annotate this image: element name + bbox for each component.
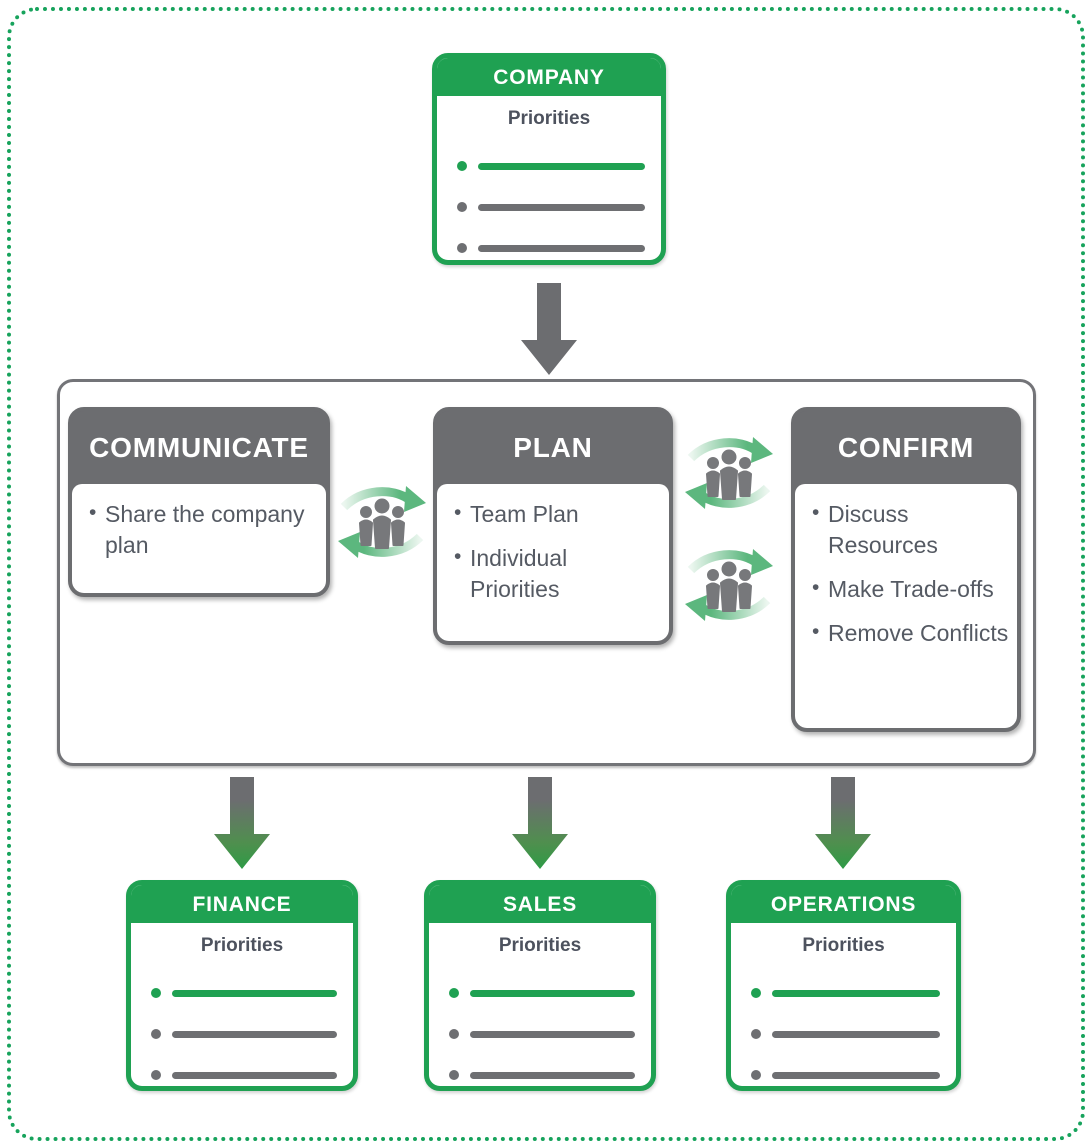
finance-card-body: Priorities bbox=[131, 926, 353, 1080]
placeholder-line bbox=[478, 244, 645, 252]
step-bullet: Individual Priorities bbox=[453, 541, 661, 605]
gradient-down-arrow-icon bbox=[214, 777, 270, 869]
priority-line-gray bbox=[457, 243, 645, 253]
step-body: Team Plan Individual Priorities bbox=[437, 484, 669, 641]
step-body: Share the company plan bbox=[72, 484, 326, 593]
sales-card: SALES Priorities bbox=[424, 880, 656, 1091]
priorities-label: Priorities bbox=[507, 108, 591, 129]
placeholder-line bbox=[478, 203, 645, 211]
priority-line-gray bbox=[751, 1029, 940, 1039]
placeholder-line bbox=[772, 1030, 940, 1038]
priorities-label: Priorities bbox=[802, 935, 885, 956]
priority-line-green bbox=[457, 161, 645, 171]
cycle-arrowhead-left bbox=[338, 532, 360, 558]
step-card-plan: PLAN Team Plan Individual Priorities bbox=[433, 407, 673, 645]
sales-card-body: Priorities bbox=[429, 926, 651, 1080]
step-bullet: Remove Conflicts bbox=[811, 616, 1009, 649]
step-body: Discuss Resources Make Trade-offs Remove… bbox=[795, 484, 1017, 728]
team-collaboration-cycle-icon bbox=[338, 486, 426, 558]
operations-card-body: Priorities bbox=[731, 926, 956, 1080]
priority-line-green bbox=[751, 988, 940, 998]
team-collaboration-cycle-icon bbox=[685, 549, 773, 621]
step-bullet: Team Plan bbox=[453, 497, 661, 530]
priority-line-gray bbox=[449, 1070, 635, 1080]
people-icon bbox=[706, 561, 752, 612]
step-title: CONFIRM bbox=[795, 411, 1017, 484]
bullet-dot bbox=[457, 202, 467, 212]
bullet-dot bbox=[457, 243, 467, 253]
gradient-down-arrow-icon bbox=[815, 777, 871, 869]
people-icon bbox=[706, 449, 752, 500]
priorities-label: Priorities bbox=[200, 935, 284, 956]
step-bullet: Discuss Resources bbox=[811, 497, 1009, 561]
finance-card: FINANCE Priorities bbox=[126, 880, 358, 1091]
placeholder-line bbox=[478, 162, 645, 170]
operations-card: OPERATIONS Priorities bbox=[726, 880, 961, 1091]
cycle-arrowhead-right bbox=[404, 486, 426, 512]
step-title: COMMUNICATE bbox=[72, 411, 326, 484]
bullet-dot bbox=[449, 1070, 459, 1080]
priority-line-green bbox=[151, 988, 337, 998]
placeholder-line bbox=[470, 989, 635, 997]
priority-line-gray bbox=[449, 1029, 635, 1039]
finance-card-title: FINANCE bbox=[131, 885, 353, 926]
placeholder-line bbox=[172, 1071, 337, 1079]
team-collaboration-cycle-icon bbox=[685, 437, 773, 509]
placeholder-line bbox=[172, 989, 337, 997]
priority-line-gray bbox=[151, 1029, 337, 1039]
cycle-arrowhead-left bbox=[685, 483, 707, 509]
bullet-dot bbox=[151, 1029, 161, 1039]
step-bullet-list: Discuss Resources Make Trade-offs Remove… bbox=[811, 497, 1009, 649]
bullet-dot bbox=[457, 161, 467, 171]
bullet-dot bbox=[751, 1070, 761, 1080]
placeholder-line bbox=[470, 1071, 635, 1079]
placeholder-line bbox=[772, 1071, 940, 1079]
cycle-arrowhead-right bbox=[751, 437, 773, 463]
bullet-dot bbox=[751, 1029, 761, 1039]
priority-line-gray bbox=[151, 1070, 337, 1080]
company-card-title: COMPANY bbox=[437, 58, 661, 99]
people-icon bbox=[359, 498, 405, 549]
bullet-dot bbox=[151, 1070, 161, 1080]
company-card-body: Priorities bbox=[437, 99, 661, 253]
placeholder-line bbox=[772, 989, 940, 997]
bullet-dot bbox=[449, 1029, 459, 1039]
step-card-confirm: CONFIRM Discuss Resources Make Trade-off… bbox=[791, 407, 1021, 732]
bullet-dot bbox=[751, 988, 761, 998]
priority-line-green bbox=[449, 988, 635, 998]
gradient-down-arrow-icon bbox=[512, 777, 568, 869]
placeholder-line bbox=[172, 1030, 337, 1038]
priority-line-gray bbox=[751, 1070, 940, 1080]
step-title: PLAN bbox=[437, 411, 669, 484]
cycle-arrowhead-left bbox=[685, 595, 707, 621]
cycle-arrowhead-right bbox=[751, 549, 773, 575]
sales-card-title: SALES bbox=[429, 885, 651, 926]
operations-card-title: OPERATIONS bbox=[731, 885, 956, 926]
step-bullet-list: Share the company plan bbox=[88, 497, 318, 561]
priority-line-gray bbox=[457, 202, 645, 212]
bullet-dot bbox=[151, 988, 161, 998]
company-card: COMPANY Priorities bbox=[432, 53, 666, 265]
step-bullet: Share the company plan bbox=[88, 497, 318, 561]
priorities-label: Priorities bbox=[498, 935, 582, 956]
placeholder-line bbox=[470, 1030, 635, 1038]
step-bullet-list: Team Plan Individual Priorities bbox=[453, 497, 661, 605]
down-arrow-icon bbox=[521, 283, 577, 375]
step-bullet: Make Trade-offs bbox=[811, 572, 1009, 605]
step-card-communicate: COMMUNICATE Share the company plan bbox=[68, 407, 330, 597]
bullet-dot bbox=[449, 988, 459, 998]
